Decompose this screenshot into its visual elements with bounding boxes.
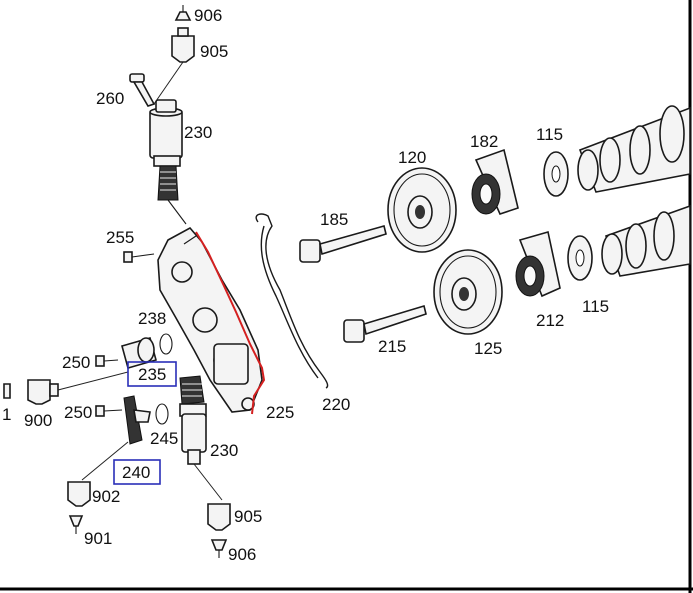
connector-905-bottom xyxy=(207,503,231,531)
label-902: 902 xyxy=(92,487,120,506)
label-260: 260 xyxy=(96,89,124,108)
label-182: 182 xyxy=(470,132,498,151)
highlight-box-240 xyxy=(113,459,161,485)
spring-212 xyxy=(515,230,561,298)
sensor-240 xyxy=(123,395,151,445)
highlight-box-235 xyxy=(127,361,177,387)
top-connector-905 xyxy=(171,27,195,63)
label-906-bottom: 906 xyxy=(228,545,256,564)
screw-255 xyxy=(123,251,155,263)
bolt-215 xyxy=(343,304,427,343)
label-900: 900 xyxy=(24,411,52,430)
label-901: 901 xyxy=(84,529,112,548)
screw-250-lower xyxy=(95,405,123,417)
leader-902-240 xyxy=(81,441,129,481)
leader-230-905 xyxy=(193,463,223,501)
oring-238 xyxy=(159,333,173,355)
label-185: 185 xyxy=(320,210,348,229)
label-215: 215 xyxy=(378,337,406,356)
label-220: 220 xyxy=(322,395,350,414)
label-235: 235 xyxy=(138,365,166,384)
plug-1 xyxy=(3,383,11,399)
leader-905-230 xyxy=(153,61,184,105)
screw-250-upper xyxy=(95,355,119,367)
label-238: 238 xyxy=(138,309,166,328)
top-plug-906 xyxy=(174,5,192,21)
camshaft-bottom xyxy=(601,204,691,277)
camshaft-gear-125 xyxy=(433,249,503,335)
label-120: 120 xyxy=(398,148,426,167)
label-230-bottom: 230 xyxy=(210,441,238,460)
washer-115-top xyxy=(543,151,569,197)
oring-245 xyxy=(155,403,169,425)
plug-906-bottom xyxy=(210,539,228,558)
leader-900-235 xyxy=(57,371,129,391)
red-gasket-outline xyxy=(195,231,266,415)
label-905-bottom: 905 xyxy=(234,507,262,526)
connector-902 xyxy=(67,481,91,507)
label-115-top: 115 xyxy=(536,125,563,144)
camshaft-top xyxy=(577,105,691,193)
plug-901 xyxy=(68,515,84,534)
solenoid-230-bottom xyxy=(179,375,207,465)
label-245: 245 xyxy=(150,429,178,448)
label-250-lower: 250 xyxy=(64,403,92,422)
seal-220 xyxy=(255,213,329,389)
bolt-260 xyxy=(129,73,156,107)
label-250-upper: 250 xyxy=(62,353,90,372)
label-905-top: 905 xyxy=(200,42,228,61)
camshaft-gear-120 xyxy=(387,167,457,253)
label-115-bottom: 115 xyxy=(582,297,609,316)
washer-115-bottom xyxy=(567,235,593,281)
label-255: 255 xyxy=(106,228,134,247)
label-240: 240 xyxy=(122,463,150,482)
label-212: 212 xyxy=(536,311,564,330)
label-1: 1 xyxy=(2,405,11,424)
label-225: 225 xyxy=(266,403,294,422)
solenoid-230-top xyxy=(149,99,187,225)
bolt-185 xyxy=(299,225,387,263)
label-125: 125 xyxy=(474,339,502,358)
label-230-top: 230 xyxy=(184,123,212,142)
label-906-top: 906 xyxy=(194,6,222,25)
spring-182 xyxy=(471,148,519,215)
